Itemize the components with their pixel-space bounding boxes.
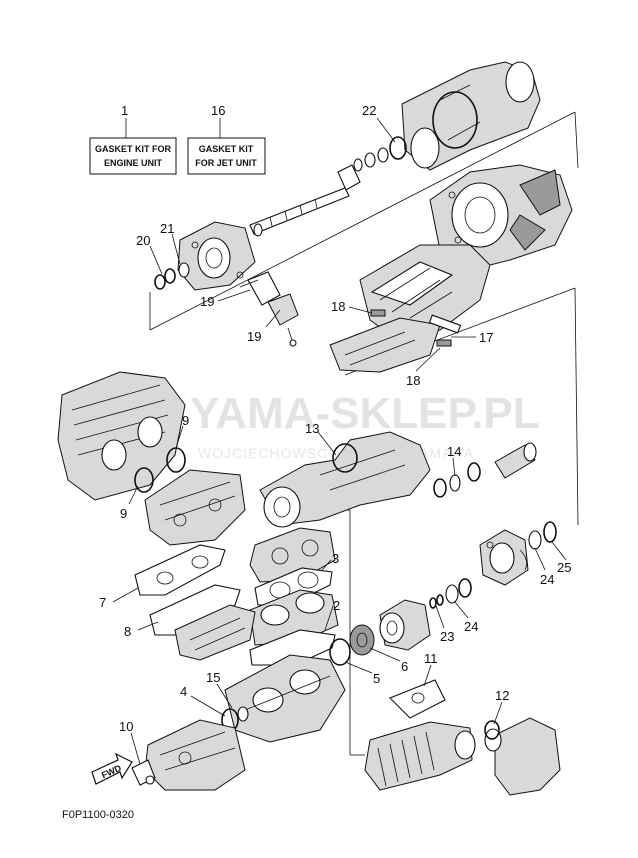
callout-21: 21: [160, 221, 174, 236]
bearing-housing-assembly[interactable]: [329, 521, 557, 666]
gasket-kit-engine-unit[interactable]: 1 GASKET KIT FOR ENGINE UNIT: [89, 103, 177, 175]
callout-2: 2: [333, 598, 340, 613]
kit-line-2: ENGINE UNIT: [104, 158, 163, 168]
forward-direction-arrow-icon: FWD: [91, 752, 133, 785]
callout-6: 6: [401, 659, 408, 674]
figure-code: F0P1100-0320: [62, 809, 134, 821]
callout-11: 11: [424, 651, 438, 666]
callout-10: 10: [119, 719, 133, 734]
callout-14: 14: [447, 444, 461, 459]
kit-line-1: GASKET KIT FOR: [95, 144, 171, 154]
callout-18-lower: 18: [406, 373, 420, 388]
fwd-label: FWD: [100, 763, 123, 781]
callout-5: 5: [373, 671, 380, 686]
callout-8: 8: [124, 624, 131, 639]
intake-duct-assembly[interactable]: [329, 244, 491, 373]
engine-block-assembly[interactable]: [134, 527, 346, 743]
callout-24-right: 24: [540, 572, 554, 587]
callout-22: 22: [362, 103, 376, 118]
callout-12: 12: [495, 688, 509, 703]
callout-20: 20: [136, 233, 150, 248]
callout-labels: 22 21 20 19 19 18 18 17 13 14 9 9 3 2 7 …: [99, 103, 571, 734]
callout-15: 15: [206, 670, 220, 685]
exhaust-pipe-assembly[interactable]: [259, 431, 537, 528]
watermark: YAMA-SKLEP.PL WOJCIECHOWSCY DEALER YAMAH…: [80, 385, 540, 461]
callout-18-upper: 18: [331, 299, 345, 314]
callout-17: 17: [479, 330, 493, 345]
callout-4: 4: [180, 684, 187, 699]
kit-line-2: FOR JET UNIT: [195, 158, 257, 168]
intake-manifold-assembly[interactable]: [131, 719, 246, 791]
watermark-title: YAMA-SKLEP.PL: [190, 389, 540, 438]
callout-leader-lines: [112, 117, 567, 765]
kit-line-1: GASKET KIT: [199, 144, 254, 154]
jet-pump-assembly[interactable]: [154, 61, 573, 347]
gasket-kit-jet-unit[interactable]: 16 GASKET KIT FOR JET UNIT: [187, 103, 266, 175]
callout-number: 16: [211, 103, 225, 118]
callout-19-lower: 19: [247, 329, 261, 344]
callout-24-left: 24: [464, 619, 478, 634]
exhaust-muffler-assembly[interactable]: [57, 371, 246, 546]
callout-25: 25: [557, 560, 571, 575]
callout-3: 3: [332, 551, 339, 566]
callout-9-lower: 9: [120, 506, 127, 521]
exhaust-outlet-hose-assembly[interactable]: [364, 679, 561, 796]
callout-number: 1: [121, 103, 128, 118]
callout-13: 13: [305, 421, 319, 436]
callout-19-upper: 19: [200, 294, 214, 309]
callout-9-upper: 9: [182, 413, 189, 428]
callout-7: 7: [99, 595, 106, 610]
callout-23: 23: [440, 629, 454, 644]
